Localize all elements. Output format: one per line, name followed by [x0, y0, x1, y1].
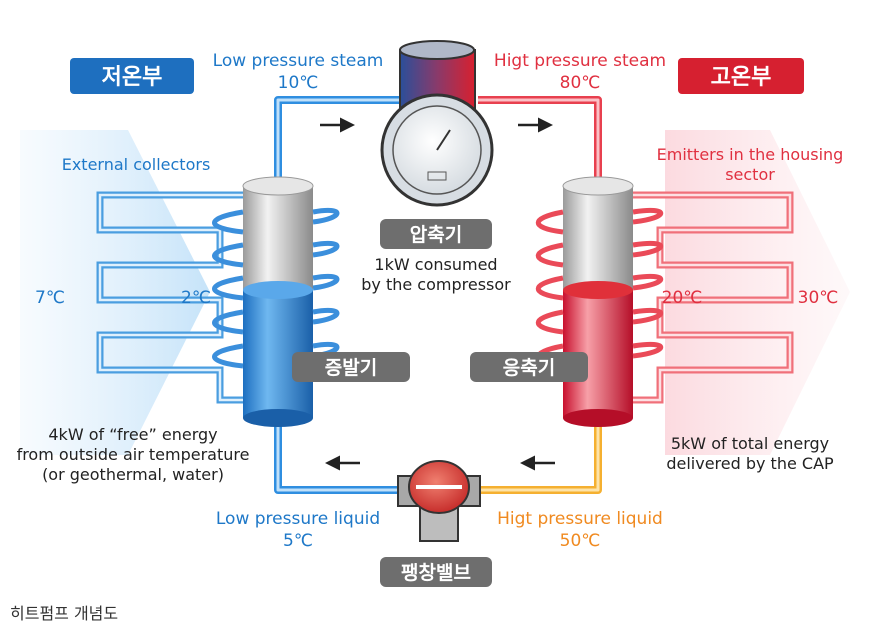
expansion-valve — [397, 460, 481, 542]
compressor-note-line2: by the compressor — [361, 275, 511, 294]
compressor — [380, 40, 494, 207]
refrigerant-circuit — [274, 96, 602, 494]
free-energy-line1: 4kW of “free” energy — [48, 425, 217, 444]
cold-zone-badge: 저온부 — [70, 58, 194, 94]
high-pressure-liquid-temp: 50℃ — [560, 531, 601, 551]
low-pressure-steam-label: Low pressure steam — [213, 51, 384, 71]
high-pressure-steam-label: Higt pressure steam — [494, 51, 666, 71]
svg-text:고온부: 고온부 — [711, 65, 772, 90]
svg-text:응축기: 응축기 — [503, 357, 555, 379]
total-energy-line2: delivered by the CAP — [666, 454, 834, 473]
house-temp: 30℃ — [798, 288, 839, 308]
evaporator-cylinder — [212, 176, 340, 427]
evaporator-badge: 증발기 — [292, 352, 410, 382]
cold-air-arrow — [20, 130, 210, 455]
low-pressure-liquid-temp: 5℃ — [283, 531, 313, 551]
figure-caption: 히트펌프 개념도 — [10, 604, 119, 623]
compressor-badge: 압축기 — [380, 219, 492, 249]
emitters-label-line1: Emitters in the housing — [657, 145, 844, 164]
emitters-label-line2: sector — [725, 165, 775, 184]
condenser-badge: 응축기 — [470, 352, 588, 382]
hot-zone-badge: 고온부 — [678, 58, 804, 94]
external-collectors-label: External collectors — [62, 155, 211, 174]
svg-text:저온부: 저온부 — [102, 65, 163, 90]
high-pressure-steam-temp: 80℃ — [560, 73, 601, 93]
free-energy-line3: (or geothermal, water) — [42, 465, 224, 484]
total-energy-line1: 5kW of total energy — [671, 434, 829, 453]
low-pressure-liquid-label: Low pressure liquid — [216, 509, 380, 529]
hot-air-arrow — [665, 130, 850, 455]
svg-text:증발기: 증발기 — [325, 357, 377, 379]
condenser-cylinder — [536, 176, 664, 427]
flow-arrows — [320, 117, 555, 471]
high-pressure-liquid-label: Higt pressure liquid — [497, 509, 663, 529]
compressor-note-line1: 1kW consumed — [374, 255, 497, 274]
condenser-temp: 20℃ — [662, 288, 703, 308]
free-energy-line2: from outside air temperature — [17, 445, 250, 464]
outside-temp: 7℃ — [35, 288, 65, 308]
expansion-valve-badge: 팽창밸브 — [380, 557, 492, 587]
svg-text:팽창밸브: 팽창밸브 — [401, 562, 471, 584]
evaporator-temp: 2℃ — [181, 288, 211, 308]
low-pressure-steam-temp: 10℃ — [278, 73, 319, 93]
svg-text:압축기: 압축기 — [410, 224, 462, 246]
